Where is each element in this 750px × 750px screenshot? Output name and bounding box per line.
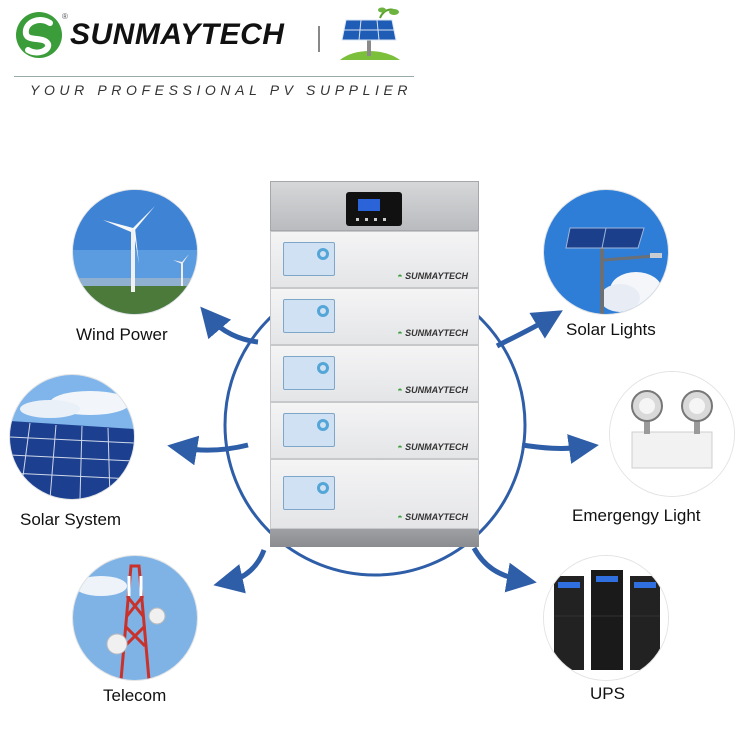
solar-panel-plant-icon — [340, 7, 400, 60]
solar-street-light-icon — [544, 190, 668, 314]
header-rule — [14, 76, 414, 77]
brand-name: SUNMAYTECH — [70, 18, 285, 51]
module-brand-label: ◓ SUNMAYTECH — [397, 385, 468, 395]
arrow-solar-system — [167, 435, 249, 466]
arrow-telecom — [213, 549, 267, 594]
app-label-solar-lights: Solar Lights — [566, 320, 656, 339]
app-label-emergency-light: Emergengy Light — [572, 506, 701, 525]
battery-module: ◓ SUNMAYTECH — [270, 231, 479, 288]
module-status-panel — [283, 413, 335, 447]
battery-stack: ◓ SUNMAYTECH ◓ SUNMAYTECH ◓ SUNMAYTECH ◓… — [270, 181, 479, 547]
solar-panel-array-icon — [10, 375, 134, 499]
battery-display — [346, 192, 402, 226]
battery-module: ◓ SUNMAYTECH — [270, 288, 479, 345]
arrow-emergency-light — [521, 434, 599, 464]
battery-module: ◓ SUNMAYTECH — [270, 459, 479, 529]
app-label-ups: UPS — [590, 684, 625, 703]
app-label-wind-power: Wind Power — [76, 325, 168, 344]
tagline: YOUR PROFESSIONAL PV SUPPLIER — [30, 82, 413, 98]
module-status-panel — [283, 242, 335, 276]
sunmaytech-logo-icon — [16, 12, 62, 58]
telecom-tower-icon — [73, 556, 197, 680]
module-brand-label: ◓ SUNMAYTECH — [397, 442, 468, 452]
module-status-panel — [283, 476, 335, 510]
wind-turbine-icon — [73, 190, 197, 314]
arrow-ups — [471, 546, 537, 593]
module-brand-label: ◓ SUNMAYTECH — [397, 328, 468, 338]
emergency-light-icon — [610, 372, 734, 496]
module-brand-label: ◓ SUNMAYTECH — [397, 512, 468, 522]
battery-module: ◓ SUNMAYTECH — [270, 345, 479, 402]
ups-cabinet-icon — [544, 556, 668, 680]
battery-base — [270, 529, 479, 547]
app-label-telecom: Telecom — [103, 686, 167, 705]
app-label-solar-system: Solar System — [20, 510, 122, 529]
arrow-solar-lights — [495, 310, 563, 349]
arrow-wind-power — [200, 306, 259, 345]
battery-module: ◓ SUNMAYTECH — [270, 402, 479, 459]
registered-mark: ® — [62, 12, 68, 21]
module-status-panel — [283, 299, 335, 333]
module-brand-label: ◓ SUNMAYTECH — [397, 271, 468, 281]
header-divider — [318, 26, 320, 52]
battery-controller — [270, 181, 479, 231]
module-status-panel — [283, 356, 335, 390]
